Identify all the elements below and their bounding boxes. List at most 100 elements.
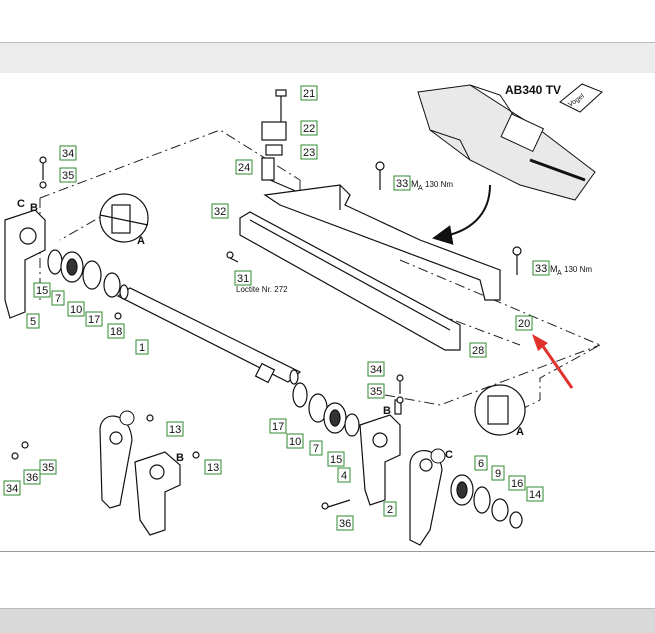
svg-text:20: 20 xyxy=(518,318,530,330)
part-label-32a: 35 xyxy=(59,167,77,183)
svg-text:7: 7 xyxy=(55,293,61,305)
svg-text:22: 22 xyxy=(303,123,315,135)
detail-view-a-left xyxy=(99,193,149,243)
bottom-bar xyxy=(0,552,655,608)
top-bolt-assembly xyxy=(261,89,336,209)
lower-c-circle xyxy=(119,410,135,426)
svg-text:M: M xyxy=(411,179,419,189)
svg-text:23: 23 xyxy=(303,147,315,159)
svg-text:21: 21 xyxy=(303,88,315,100)
svg-text:2: 2 xyxy=(387,504,393,516)
svg-text:15: 15 xyxy=(36,285,48,297)
svg-text:17: 17 xyxy=(88,314,100,326)
part-label-17a: 17 xyxy=(85,311,103,327)
part-label-7b: 7 xyxy=(309,440,323,456)
svg-text:35: 35 xyxy=(62,170,74,182)
part-label-34: 34 xyxy=(3,480,21,496)
view-letter-b-left: B xyxy=(30,202,38,214)
lever-part-2 xyxy=(409,450,443,546)
svg-text:13: 13 xyxy=(207,462,219,474)
svg-text:36: 36 xyxy=(26,472,38,484)
top-bar xyxy=(0,0,655,42)
bar-part-27 xyxy=(239,211,461,351)
svg-text:34: 34 xyxy=(6,483,18,495)
part-label-21: 22 xyxy=(300,120,318,136)
view-letter-a-left: A xyxy=(137,235,145,247)
left-bracket-part-5 xyxy=(4,209,46,319)
part-label-25: 28 xyxy=(469,342,487,358)
part-label-23: 21 xyxy=(300,85,318,101)
shaft-part-1 xyxy=(116,284,302,385)
part-label-28b: 33 xyxy=(532,260,550,276)
part-label-13b: 13 xyxy=(204,459,222,475)
svg-text:17: 17 xyxy=(272,421,284,433)
part-label-9: 9 xyxy=(491,465,505,481)
part-label-6: 6 xyxy=(474,455,488,471)
svg-text:4: 4 xyxy=(341,470,347,482)
outer-bearing-set xyxy=(450,474,523,529)
svg-text:1: 1 xyxy=(139,342,145,354)
part-label-17b: 17 xyxy=(269,418,287,434)
rail-part-20 xyxy=(263,184,501,301)
part-label-13a: 13 xyxy=(166,421,184,437)
footer-strip xyxy=(0,608,655,633)
screw-part-26 xyxy=(226,251,239,263)
toolbar-strip xyxy=(0,42,655,74)
diagram-canvas[interactable]: A C B Loctite Nr. 272 AB340 TV xyxy=(0,73,655,552)
machine-title: AB340 TV xyxy=(505,83,561,97)
svg-text:28: 28 xyxy=(472,345,484,357)
small-bolts xyxy=(11,156,404,510)
highlight-red-arrow-head xyxy=(532,334,548,351)
svg-text:A: A xyxy=(557,270,562,277)
svg-text:36: 36 xyxy=(339,518,351,530)
part-label-4: 4 xyxy=(337,467,351,483)
svg-text:130 Nm: 130 Nm xyxy=(564,265,592,274)
right-bracket-part-4 xyxy=(359,399,402,506)
svg-text:33: 33 xyxy=(396,178,408,190)
loctite-note: Loctite Nr. 272 xyxy=(236,285,288,294)
detail-view-a-right xyxy=(474,384,526,436)
svg-text:6: 6 xyxy=(478,458,484,470)
part-label-1: 1 xyxy=(135,339,149,355)
svg-text:34: 34 xyxy=(370,364,382,376)
part-label-5: 5 xyxy=(26,313,40,329)
part-label-32b: 35 xyxy=(367,383,385,399)
part-label-7a: 7 xyxy=(51,290,65,306)
view-letter-a-right: A xyxy=(516,426,524,438)
svg-text:33: 33 xyxy=(535,263,547,275)
svg-text:M: M xyxy=(550,264,558,274)
svg-text:130 Nm: 130 Nm xyxy=(425,180,453,189)
machine-illustration xyxy=(417,84,596,201)
part-label-31b: 34 xyxy=(367,361,385,377)
part-label-10a: 10 xyxy=(67,301,85,317)
part-label-22: 23 xyxy=(300,144,318,160)
part-label-35: 35 xyxy=(39,459,57,475)
assembly-arrow xyxy=(432,184,491,245)
svg-text:35: 35 xyxy=(370,386,382,398)
view-letter-c-right: C xyxy=(445,449,453,461)
part-label-2: 2 xyxy=(383,501,397,517)
part-label-14: 14 xyxy=(526,486,544,502)
part-label-36: 36 xyxy=(23,469,41,485)
svg-text:10: 10 xyxy=(70,304,82,316)
part-label-27: 32 xyxy=(211,203,229,219)
svg-text:14: 14 xyxy=(529,489,541,501)
view-c-circle-right xyxy=(430,448,446,464)
part-label-33: 36 xyxy=(336,515,354,531)
part-label-15a: 15 xyxy=(33,282,51,298)
svg-text:9: 9 xyxy=(495,468,501,480)
svg-text:18: 18 xyxy=(110,326,122,338)
part-label-18: 18 xyxy=(107,323,125,339)
right-bearing-set xyxy=(292,382,360,437)
view-letter-c-left: C xyxy=(17,198,25,210)
highlight-red-arrow xyxy=(538,341,574,389)
view-letter-b-lower: B xyxy=(176,452,184,464)
svg-text:A: A xyxy=(418,185,423,192)
lower-bracket-part-13b xyxy=(134,451,181,536)
svg-text:15: 15 xyxy=(330,454,342,466)
svg-text:5: 5 xyxy=(30,316,36,328)
svg-text:31: 31 xyxy=(237,273,249,285)
